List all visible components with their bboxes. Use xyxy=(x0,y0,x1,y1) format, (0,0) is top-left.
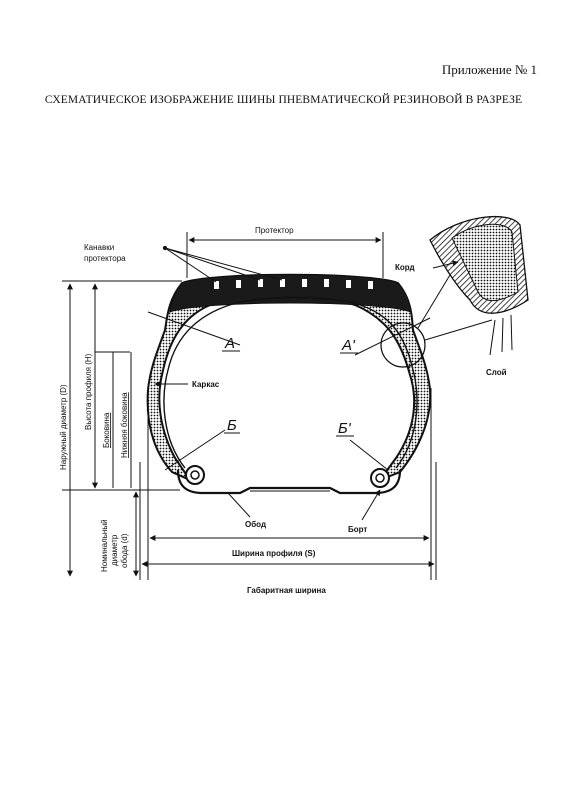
bead-label: Борт xyxy=(348,525,367,534)
section-width-label: Ширина профиля (S) xyxy=(232,549,316,558)
letter-pointers xyxy=(147,311,431,471)
letter-a-prime: А' xyxy=(341,337,356,354)
tread-grooves xyxy=(214,279,373,289)
section-height-label: Высота профиля (H) xyxy=(84,353,93,430)
bead-right xyxy=(370,468,390,488)
grooves-label-line1: Канавки xyxy=(84,243,114,252)
grooves-leaders xyxy=(162,245,283,283)
sidewall-label: Боковина xyxy=(102,412,111,448)
cord-inset xyxy=(429,215,529,356)
overall-width-label: Габаритная ширина xyxy=(247,586,326,595)
nominal-label-line2: диаметр xyxy=(110,534,119,566)
cord-label: Корд xyxy=(395,263,415,272)
letter-b-prime: Б' xyxy=(338,420,352,437)
grooves-label-line2: протектора xyxy=(84,254,126,263)
nominal-label-line1: Номинальный xyxy=(100,519,109,572)
letter-b: Б xyxy=(227,417,237,434)
outer-diameter-label: Наружный диаметр (D) xyxy=(59,384,68,470)
tread-band xyxy=(169,274,412,313)
magnify-circle xyxy=(380,322,426,368)
width-reference-lines xyxy=(139,388,437,580)
lower-sidewall-label: Нижняя боковина xyxy=(120,392,129,458)
bead-left xyxy=(185,465,205,485)
page-title: СХЕМАТИЧЕСКОЕ ИЗОБРАЖЕНИЕ ШИНЫ ПНЕВМАТИЧ… xyxy=(44,94,523,106)
letter-a: А xyxy=(224,335,235,352)
nominal-label-line3: обода (d) xyxy=(120,533,129,568)
carcass-label: Каркас xyxy=(192,380,220,389)
carcass-line xyxy=(163,296,418,469)
appendix-label: Приложение № 1 xyxy=(441,62,537,77)
layer-label: Слой xyxy=(486,368,507,377)
rim xyxy=(176,469,402,495)
rim-label: Обод xyxy=(245,520,266,529)
protector-label: Протектор xyxy=(255,226,294,235)
